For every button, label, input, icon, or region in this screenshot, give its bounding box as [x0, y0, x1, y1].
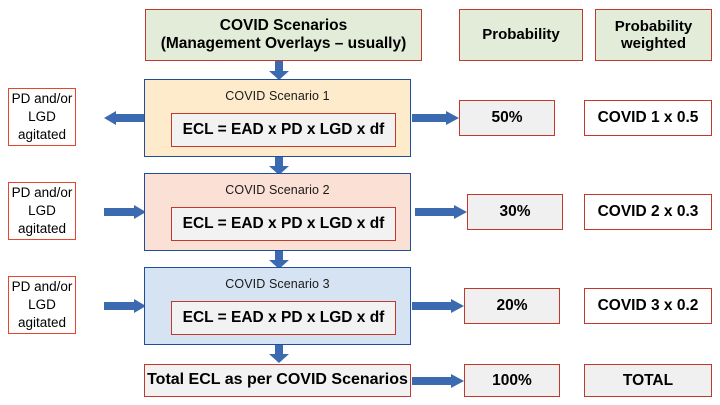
scenario-box-2: COVID Scenario 2 ECL = EAD x PD x LGD x … — [144, 173, 411, 251]
weighted-total-text: TOTAL — [622, 371, 674, 389]
header-probability-weighted: Probability weighted — [595, 9, 712, 61]
arrow-total-to-probability-total — [412, 374, 464, 388]
scenario-2-label: COVID Scenario 2 — [225, 183, 330, 197]
header-covid-scenarios: COVID Scenarios (Management Overlays – u… — [145, 9, 422, 61]
note-box-1: PD and/or LGD agitated — [8, 88, 76, 146]
probability-value-1: 50% — [459, 100, 555, 136]
header-probability: Probability — [459, 9, 583, 61]
header-scenarios-line2: (Management Overlays – usually) — [160, 35, 407, 52]
header-probability-weighted-line1: Probability — [614, 17, 693, 35]
scenario-2-formula: ECL = EAD x PD x LGD x df — [171, 207, 396, 241]
weighted-1-text: COVID 1 x 0.5 — [597, 109, 699, 127]
weighted-value-2: COVID 2 x 0.3 — [584, 194, 712, 230]
arrow-scenario3-to-probability3 — [412, 299, 464, 313]
probability-2-text: 30% — [499, 203, 531, 221]
probability-value-total: 100% — [464, 364, 560, 397]
arrow-note3-to-scenario3 — [104, 299, 146, 313]
scenario-2-formula-text: ECL = EAD x PD x LGD x df — [182, 215, 385, 233]
scenario-3-formula: ECL = EAD x PD x LGD x df — [171, 301, 396, 335]
weighted-value-1: COVID 1 x 0.5 — [584, 100, 712, 136]
arrow-note2-to-scenario2 — [104, 205, 146, 219]
probability-value-2: 30% — [467, 194, 563, 230]
arrow-scenario2-to-scenario3 — [268, 251, 290, 269]
note-3-line2: LGD — [28, 296, 56, 312]
scenario-1-formula: ECL = EAD x PD x LGD x df — [171, 113, 396, 147]
probability-3-text: 20% — [496, 297, 528, 315]
arrow-scenario1-to-note1 — [104, 111, 146, 125]
weighted-2-text: COVID 2 x 0.3 — [597, 203, 699, 221]
note-2-line2: LGD — [28, 202, 56, 218]
note-box-3: PD and/or LGD agitated — [8, 276, 76, 334]
arrow-scenario1-to-scenario2 — [268, 157, 290, 175]
arrow-header-to-scenario1 — [268, 61, 290, 80]
scenario-1-label: COVID Scenario 1 — [225, 89, 330, 103]
header-scenarios-line1: COVID Scenarios — [219, 17, 348, 35]
note-2-line1: PD and/or — [11, 184, 73, 200]
scenario-box-3: COVID Scenario 3 ECL = EAD x PD x LGD x … — [144, 267, 411, 345]
total-ecl-box: Total ECL as per COVID Scenarios — [144, 364, 411, 397]
note-1-line3: agitated — [17, 127, 67, 143]
weighted-value-total: TOTAL — [584, 364, 712, 397]
header-probability-label: Probability — [482, 26, 560, 44]
arrow-scenario2-to-probability2 — [415, 205, 467, 219]
note-1-line2: LGD — [28, 108, 56, 124]
scenario-1-formula-text: ECL = EAD x PD x LGD x df — [182, 121, 385, 139]
note-3-line1: PD and/or — [11, 278, 73, 294]
scenario-3-label: COVID Scenario 3 — [225, 277, 330, 291]
note-box-2: PD and/or LGD agitated — [8, 182, 76, 240]
header-probability-weighted-line2: weighted — [620, 35, 686, 52]
arrow-scenario3-to-total — [268, 345, 290, 363]
weighted-3-text: COVID 3 x 0.2 — [597, 297, 699, 315]
note-3-line3: agitated — [17, 315, 67, 331]
scenario-3-formula-text: ECL = EAD x PD x LGD x df — [182, 309, 385, 327]
weighted-value-3: COVID 3 x 0.2 — [584, 288, 712, 324]
probability-total-text: 100% — [492, 371, 532, 389]
scenario-box-1: COVID Scenario 1 ECL = EAD x PD x LGD x … — [144, 79, 411, 157]
total-ecl-label: Total ECL as per COVID Scenarios — [147, 371, 408, 389]
note-2-line3: agitated — [17, 221, 67, 237]
arrow-scenario1-to-probability1 — [412, 111, 459, 125]
note-1-line1: PD and/or — [11, 90, 73, 106]
probability-1-text: 50% — [491, 109, 523, 127]
probability-value-3: 20% — [464, 288, 560, 324]
